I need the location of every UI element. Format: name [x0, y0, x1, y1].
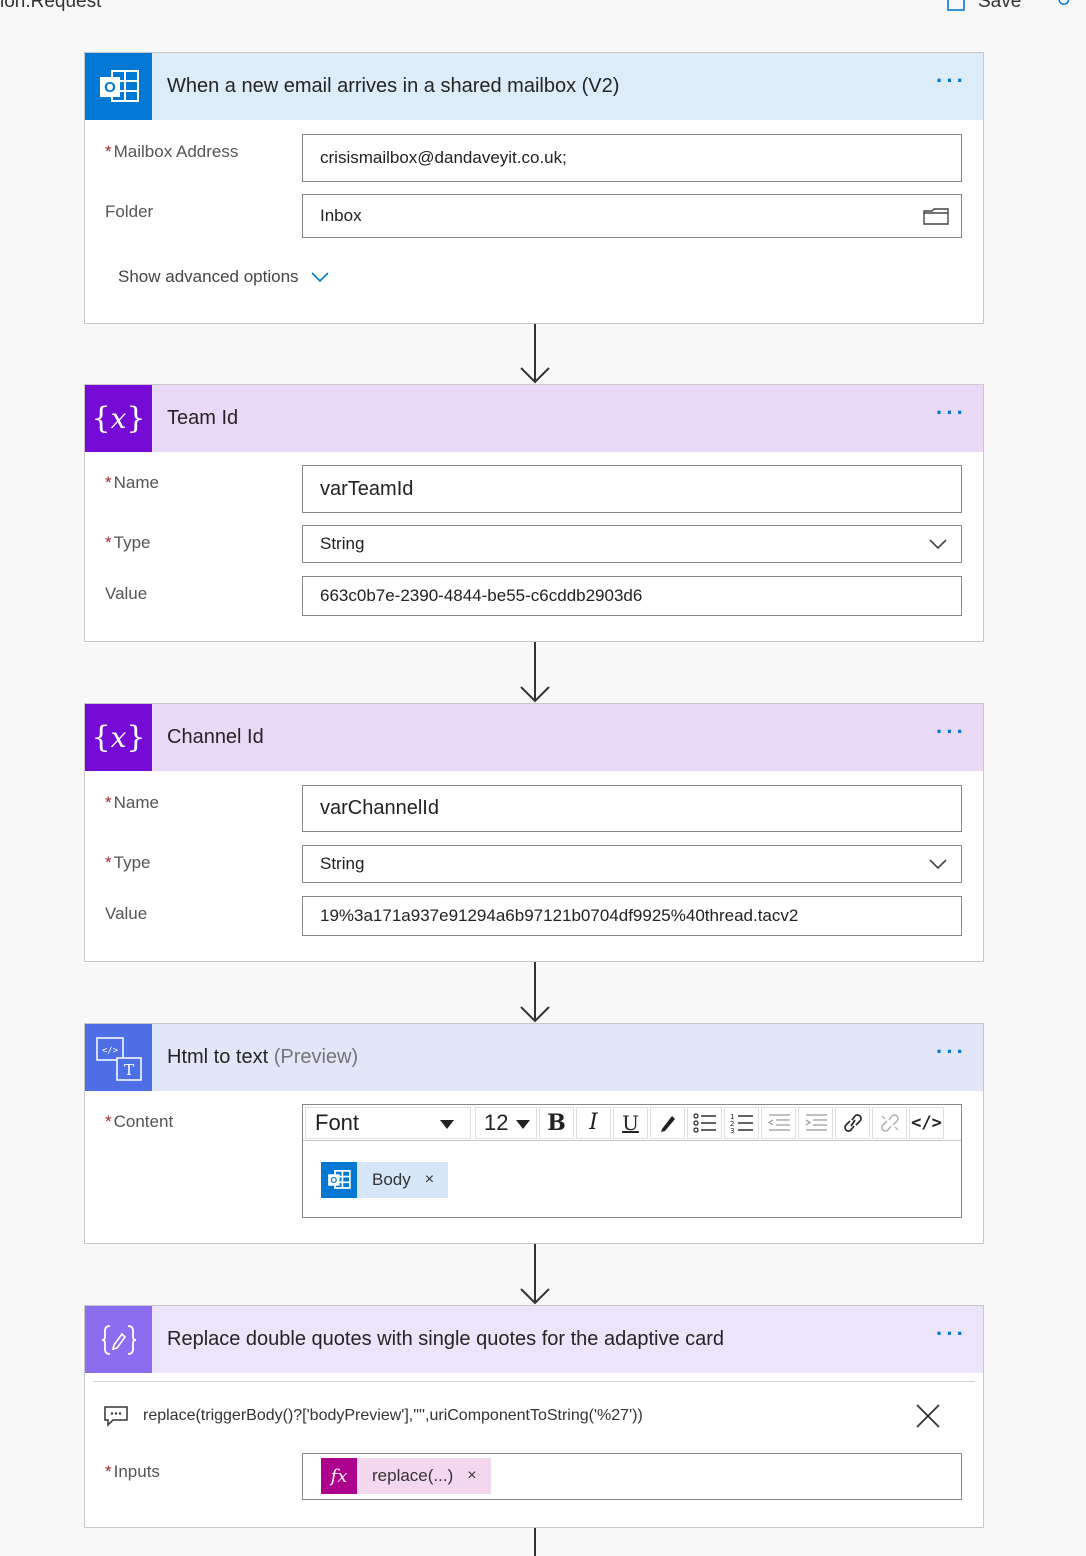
more-options-button[interactable]: ··· — [936, 1321, 967, 1346]
name-label: *Name — [105, 473, 159, 492]
expression-token-label: replace(...) — [372, 1466, 454, 1485]
unlink-icon[interactable] — [872, 1106, 907, 1139]
italic-icon[interactable]: I — [576, 1106, 611, 1139]
trigger-card-header[interactable]: O When a new email arrives in a shared m… — [85, 53, 983, 120]
save-icon — [947, 0, 965, 11]
close-icon[interactable]: × — [467, 1467, 477, 1484]
function-icon: fx — [321, 1458, 357, 1494]
value-input[interactable]: 19%3a171a937e91294a6b97121b0704df9925%40… — [302, 896, 962, 936]
svg-text:2: 2 — [730, 1120, 734, 1128]
font-size-dropdown[interactable]: 12 — [475, 1106, 537, 1139]
chevron-down-icon — [310, 272, 329, 283]
font-family-dropdown[interactable]: Font — [305, 1106, 471, 1139]
type-label: *Type — [105, 533, 151, 552]
html-to-text-card: </> T Html to text (Preview) ··· *Conten… — [84, 1023, 984, 1244]
flow-arrow-icon — [520, 1244, 550, 1305]
increase-indent-icon[interactable] — [798, 1106, 833, 1139]
folder-picker-icon[interactable] — [923, 207, 949, 225]
divider — [93, 1381, 975, 1382]
bulleted-list-icon[interactable] — [687, 1106, 722, 1139]
flow-arrow-icon — [534, 1528, 536, 1556]
bold-icon[interactable]: B — [539, 1106, 574, 1139]
svg-text:T: T — [123, 1061, 133, 1079]
body-token[interactable]: O Body × — [321, 1162, 449, 1198]
more-options-button[interactable]: ··· — [936, 1039, 967, 1064]
team-id-card: {x} Team Id ··· *Name varTeamId *Type St… — [84, 384, 984, 642]
show-advanced-options-link[interactable]: Show advanced options — [118, 267, 329, 287]
compose-card-header[interactable]: Replace double quotes with single quotes… — [85, 1306, 983, 1373]
name-input[interactable]: varTeamId — [302, 465, 962, 513]
flow-title: ion.Request — [0, 0, 102, 12]
expression-token[interactable]: fx replace(...) × — [321, 1458, 491, 1494]
top-bar: ion.Request Save ↻ — [0, 0, 1086, 14]
channel-id-card-title: Channel Id — [167, 726, 264, 748]
compose-icon — [85, 1306, 152, 1373]
channel-id-card-header[interactable]: {x} Channel Id ··· — [85, 704, 983, 771]
decrease-indent-icon[interactable] — [761, 1106, 796, 1139]
team-id-card-title: Team Id — [167, 407, 239, 429]
more-options-button[interactable]: ··· — [936, 400, 967, 425]
flow-arrow-icon — [520, 324, 550, 384]
inputs-label: *Inputs — [105, 1462, 160, 1481]
svg-text:</>: </> — [101, 1046, 118, 1056]
highlight-pen-icon[interactable] — [650, 1106, 685, 1139]
inputs-field[interactable]: fx replace(...) × — [302, 1453, 962, 1500]
value-label: Value — [105, 904, 148, 923]
value-label: Value — [105, 584, 148, 603]
type-label: *Type — [105, 853, 151, 872]
compose-card: Replace double quotes with single quotes… — [84, 1305, 984, 1528]
name-input[interactable]: varChannelId — [302, 785, 962, 832]
trigger-card-title: When a new email arrives in a shared mai… — [167, 75, 620, 97]
channel-id-card: {x} Channel Id ··· *Name varChannelId *T… — [84, 703, 984, 962]
outlook-icon: O — [321, 1162, 357, 1198]
comment-icon — [104, 1406, 128, 1427]
value-input[interactable]: 663c0b7e-2390-4844-be55-c6cddb2903d6 — [302, 576, 962, 616]
link-icon[interactable] — [835, 1106, 870, 1139]
html-to-text-card-title: Html to text (Preview) — [167, 1046, 359, 1068]
chevron-down-icon — [929, 539, 947, 550]
content-label: *Content — [105, 1112, 174, 1131]
code-view-icon[interactable]: </> — [909, 1106, 944, 1139]
team-id-card-header[interactable]: {x} Team Id ··· — [85, 385, 983, 452]
flow-arrow-icon — [520, 962, 550, 1023]
close-icon[interactable] — [915, 1403, 941, 1429]
mailbox-address-label: *Mailbox Address — [105, 142, 239, 161]
html-to-text-icon: </> T — [85, 1024, 152, 1091]
variable-icon: {x} — [85, 704, 152, 771]
type-select[interactable]: String — [302, 525, 962, 563]
save-label: Save — [978, 0, 1022, 12]
more-options-button[interactable]: ··· — [936, 68, 967, 93]
close-icon[interactable]: × — [424, 1171, 435, 1188]
more-options-button[interactable]: ··· — [936, 719, 967, 744]
folder-input[interactable]: Inbox — [302, 194, 962, 238]
html-to-text-card-header[interactable]: </> T Html to text (Preview) ··· — [85, 1024, 983, 1091]
body-token-label: Body — [372, 1170, 411, 1189]
expression-text: replace(triggerBody()?['bodyPreview'],'"… — [143, 1407, 643, 1424]
svg-text:1: 1 — [730, 1113, 734, 1121]
preview-badge: (Preview) — [273, 1046, 359, 1068]
svg-text:O: O — [331, 1175, 338, 1185]
flow-checker-icon[interactable]: ↻ — [1056, 0, 1072, 10]
save-button[interactable]: Save — [946, 0, 1021, 13]
trigger-card: O When a new email arrives in a shared m… — [84, 52, 984, 324]
mailbox-address-input[interactable]: crisismailbox@dandaveyit.co.uk; — [302, 134, 962, 182]
name-label: *Name — [105, 793, 159, 812]
svg-text:3: 3 — [730, 1127, 734, 1134]
expression-bar: replace(triggerBody()?['bodyPreview'],'"… — [103, 1404, 963, 1428]
flow-arrow-icon — [520, 642, 550, 703]
outlook-icon: O — [85, 53, 152, 120]
variable-icon: {x} — [85, 385, 152, 452]
svg-text:O: O — [104, 79, 116, 96]
type-select[interactable]: String — [302, 845, 962, 883]
chevron-down-icon — [929, 859, 947, 870]
folder-label: Folder — [105, 202, 154, 221]
compose-card-title: Replace double quotes with single quotes… — [167, 1328, 725, 1350]
underline-icon[interactable]: U — [613, 1106, 648, 1139]
